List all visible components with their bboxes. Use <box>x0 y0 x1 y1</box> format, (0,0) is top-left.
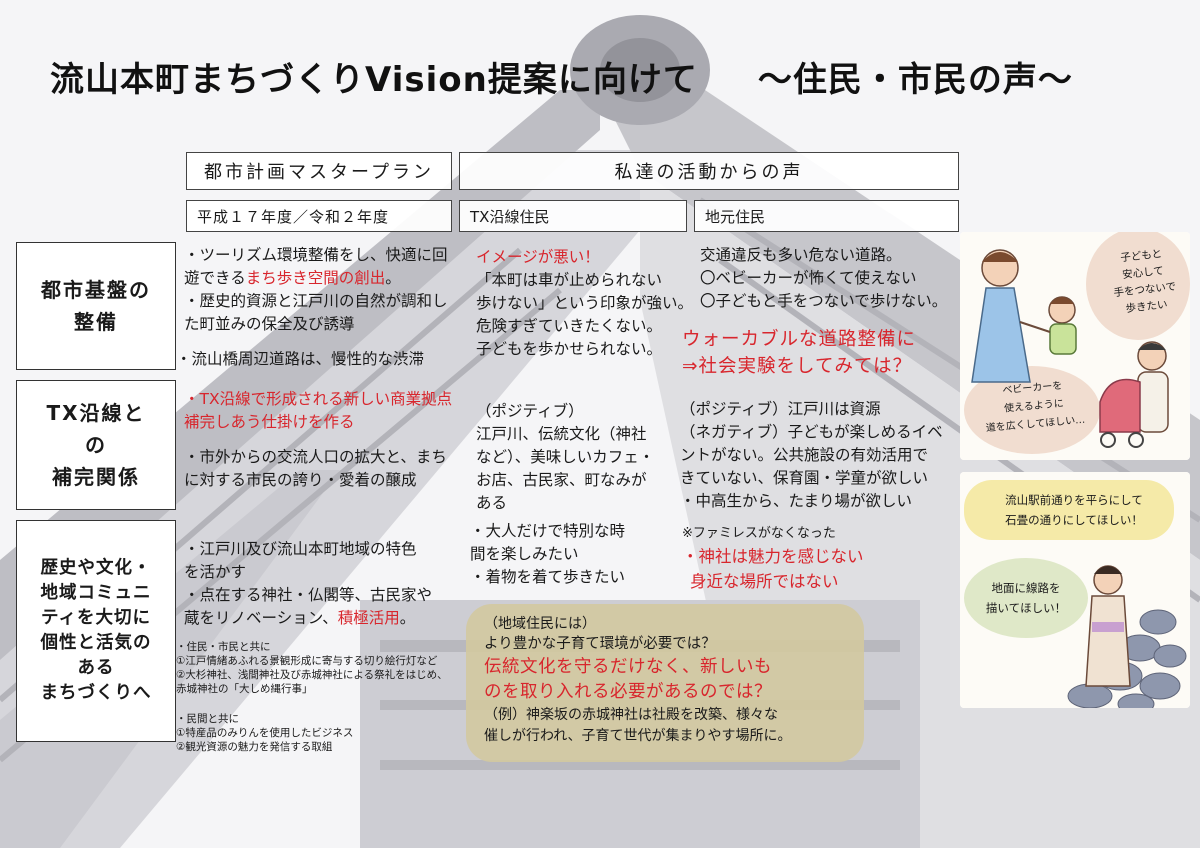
col2-r1-headline: イメージが悪い！ <box>476 248 600 266</box>
illus1-bubble2-text: ベビーカーを 使えるように 道を広くしてほしい… <box>985 380 1086 435</box>
page-title: 流山本町まちづくりVision提案に向けて ～住民・市民の声～ <box>50 52 1160 101</box>
col3-r2-shrine: ・神社は魅力を感じない 身近な場所ではない <box>682 547 864 591</box>
col2-row1-text: イメージが悪い！ 「本町は車が止められない 歩けない」という印象が強い。 危険す… <box>476 246 701 361</box>
residents-bubble: （地域住民には） より豊かな子育て環境が必要では？ 伝統文化を守るだけなく、新し… <box>466 604 864 762</box>
col1-row1-text: ・ツーリズム環境整備をし、快適に回遊できるまち歩き空間の創出。 ・歴史的資源と江… <box>184 244 454 336</box>
illus1-bubble1-text: 子どもと 安心して 手をつないで 歩きたい <box>1113 247 1177 316</box>
bubble-proposal: 伝統文化を守るだけなく、新しいも のを取り入れる必要があるのでは？ <box>484 657 772 702</box>
row-label-infrastructure: 都市基盤の整備 <box>16 242 176 370</box>
header-master-plan: 都市計画マスタープラン <box>186 152 452 190</box>
col3-r1-proposal: ウォーカブルな道路整備に ⇒社会実験をしてみては？ <box>682 329 917 377</box>
col1-small-notes-2: ・民間と共に ①特産品のみりんを使用したビジネス ②観光資源の魅力を発信する取組 <box>176 713 354 753</box>
illus2-bubble1-text: 流山駅前通りを平らにして 石畳の通りにしてほしい！ <box>1005 493 1143 527</box>
family-walking-drawing <box>960 232 1190 460</box>
col1-r1-a: ・ツーリズム環境整備をし、快適に回遊できるまち歩き空間の創出。 <box>184 246 448 287</box>
title-main: 流山本町まちづくりVision提案に向けて <box>50 60 698 100</box>
kimono-drawing <box>960 472 1190 708</box>
illustration-family-walking: 子どもと 安心して 手をつないで 歩きたい ベビーカーを 使えるように 道を広く… <box>960 232 1190 460</box>
header-tx-residents: TX沿線住民 <box>459 200 687 232</box>
col2-row2-text: （ポジティブ） 江戸川、伝統文化（神社 など）、美味しいカフェ・ お店、古民家、… <box>476 402 655 512</box>
col2-row3-text: ・大人だけで特別な時 間を楽しみたい ・着物を着て歩きたい <box>470 522 626 586</box>
header-our-voices: 私達の活動からの声 <box>459 152 959 190</box>
header-local-residents: 地元住民 <box>694 200 959 232</box>
col1-r2-a: ・TX沿線で形成される新しい商業拠点補完しあう仕掛けを作る <box>184 390 453 431</box>
col1-r2-b: ・市外からの交流人口の拡大と、まちに対する市民の誇り・愛着の醸成 <box>184 448 447 489</box>
row-label-history-culture: 歴史や文化・ 地域コミュニ ティを大切に 個性と活気の ある まちづくりへ <box>16 520 176 742</box>
speech-bubble-4 <box>964 558 1088 638</box>
col1-r3-b: ・点在する神社・仏閣等、古民家や蔵をリノベーション、積極活用。 <box>184 586 433 627</box>
illustration-kimono-stone-path: 流山駅前通りを平らにして 石畳の通りにしてほしい！ 地面に線路を 描いてほしい！ <box>960 472 1190 708</box>
speech-bubble-2 <box>964 366 1100 454</box>
speech-bubble-1 <box>1086 232 1190 340</box>
title-sub: ～住民・市民の声～ <box>757 60 1073 100</box>
header-years: 平成１７年度／令和２年度 <box>186 200 452 232</box>
speech-bubble-3 <box>964 480 1174 540</box>
col1-r1-b: ・歴史的資源と江戸川の自然が調和した町並みの保全及び誘導 <box>184 292 448 333</box>
row-label-tx-complement: TX沿線との補完関係 <box>16 380 176 510</box>
col3-row2-text: （ポジティブ）江戸川は資源 （ネガティブ）子どもが楽しめるイベ ントがない。公共… <box>680 400 943 510</box>
illus2-bubble2-text: 地面に線路を 描いてほしい！ <box>985 581 1067 615</box>
col3-r2-note: ※ファミレスがなくなった <box>682 526 836 541</box>
col1-small-notes-1: ・住民・市民と共に ①江戸情緒あふれる景観形成に寄与する切り絵行灯など ②大杉神… <box>176 641 448 695</box>
col3-row1-text: 交通違反も多い危ない道路。 〇ベビーカーが怖くて使えない 〇子どもと手をつないで… <box>700 246 948 310</box>
col1-r3-a: ・江戸川及び流山本町地域の特色を活かす <box>184 540 417 581</box>
col1-r1-c: ・流山橋周辺道路は、慢性的な渋滞 <box>176 350 425 368</box>
